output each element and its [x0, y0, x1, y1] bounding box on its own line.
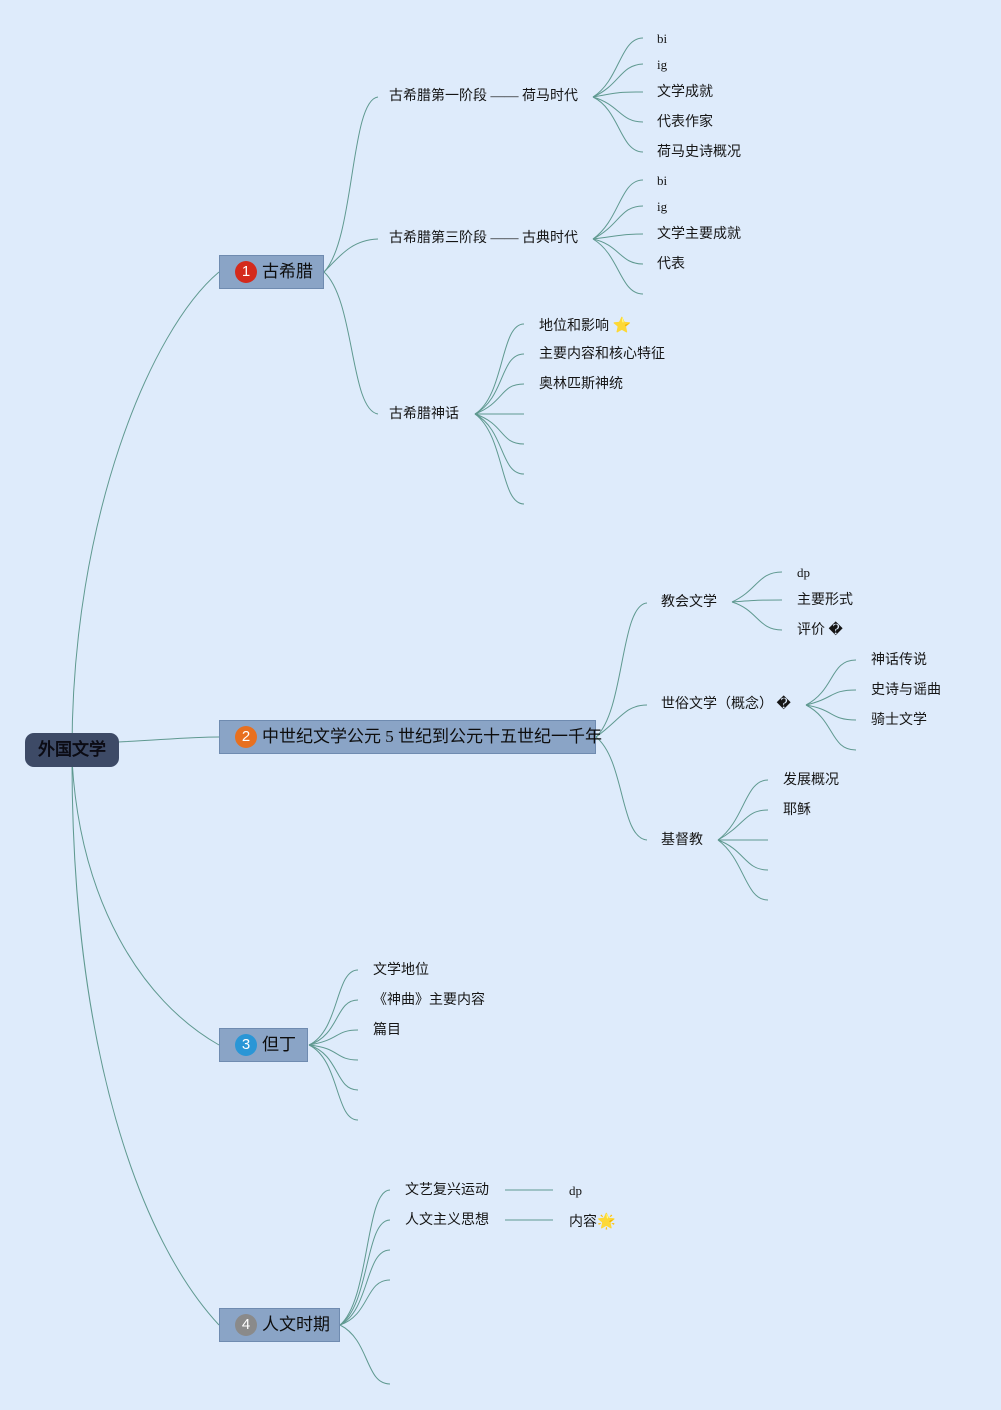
number-badge-icon: 1 [235, 261, 257, 283]
leaf-item[interactable]: bi [657, 173, 668, 188]
main-node-renaissance[interactable]: 4 人文时期 [219, 1308, 340, 1342]
leaf-item[interactable]: dp [569, 1183, 582, 1198]
number-badge-icon: 3 [235, 1034, 257, 1056]
leaf-label: 内容 [569, 1215, 597, 1230]
root-node[interactable]: 外国文学 [25, 733, 119, 767]
leaf-item[interactable]: 史诗与谣曲 [871, 683, 941, 698]
topic-christianity[interactable]: 基督教 [661, 833, 703, 848]
topic-homer-era[interactable]: 古希腊第一阶段 —— 荷马时代 [389, 89, 578, 104]
leaf-item[interactable]: 发展概况 [783, 773, 839, 788]
leaf-item[interactable]: 《神曲》主要内容 [373, 993, 485, 1008]
leaf-item[interactable]: 荷马史诗概况 [657, 145, 741, 160]
topic-secular-literature[interactable]: 世俗文学（概念） � [661, 697, 791, 712]
leaf-item[interactable]: 神话传说 [871, 653, 927, 668]
main-node-dante[interactable]: 3 但丁 [219, 1028, 308, 1062]
number-badge-icon: 2 [235, 726, 257, 748]
main-node-label: 中世纪文学公元 5 世纪到公元十五世纪一千年 [262, 727, 602, 746]
leaf-item[interactable]: 耶稣 [783, 803, 811, 818]
leaf-item[interactable]: 骑士文学 [871, 713, 927, 728]
topic-renaissance-movement[interactable]: 文艺复兴运动 [405, 1183, 489, 1198]
leaf-item[interactable]: 评价 � [797, 623, 843, 638]
topic-classical-era[interactable]: 古希腊第三阶段 —— 古典时代 [389, 231, 578, 246]
star-icon: ⭐ [612, 316, 632, 334]
leaf-item[interactable]: 文学成就 [657, 85, 713, 100]
leaf-item[interactable]: 文学地位 [373, 963, 429, 978]
leaf-item[interactable]: 文学主要成就 [657, 227, 741, 242]
main-node-medieval[interactable]: 2 中世纪文学公元 5 世纪到公元十五世纪一千年 [219, 720, 602, 754]
leaf-item[interactable]: 代表 [657, 257, 685, 272]
leaf-item[interactable]: 地位和影响 ⭐ [539, 316, 631, 336]
leaf-item[interactable]: ig [657, 57, 668, 72]
main-node-label: 但丁 [262, 1035, 296, 1054]
leaf-item[interactable]: 篇目 [373, 1023, 401, 1038]
main-node-label: 古希腊 [262, 262, 313, 281]
leaf-item[interactable]: 代表作家 [657, 115, 713, 130]
topic-humanism[interactable]: 人文主义思想 [405, 1213, 489, 1228]
topic-greek-myth[interactable]: 古希腊神话 [389, 407, 459, 422]
main-node-label: 人文时期 [262, 1315, 330, 1334]
leaf-item[interactable]: ig [657, 199, 668, 214]
topic-church-literature[interactable]: 教会文学 [661, 595, 717, 610]
main-node-greece[interactable]: 1 古希腊 [219, 255, 324, 289]
leaf-item[interactable]: bi [657, 31, 668, 46]
sparkle-star-icon: 🌟 [597, 1212, 616, 1230]
leaf-item[interactable]: dp [797, 565, 810, 580]
leaf-item[interactable]: 主要内容和核心特征 [539, 347, 665, 362]
leaf-label: 地位和影响 [539, 319, 609, 334]
leaf-item[interactable]: 内容🌟 [569, 1212, 616, 1232]
number-badge-icon: 4 [235, 1314, 257, 1336]
leaf-item[interactable]: 主要形式 [797, 593, 853, 608]
leaf-item[interactable]: 奥林匹斯神统 [539, 377, 623, 392]
